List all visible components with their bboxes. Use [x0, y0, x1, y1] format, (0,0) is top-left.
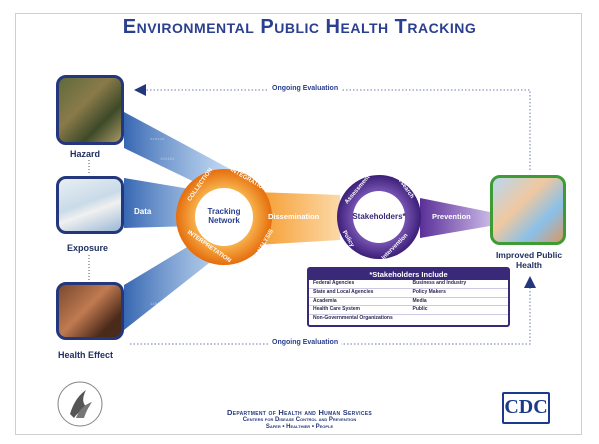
evaluation-arrow-up: [524, 276, 536, 288]
table-row: Non-Governmental Organizations: [313, 315, 393, 322]
hazard-label: Hazard: [70, 149, 101, 159]
health-effect-photo: [56, 282, 124, 340]
improved-public-health-photo: [490, 175, 566, 245]
cdc-logo: CDC: [502, 392, 550, 424]
evaluation-arrow-left: [134, 84, 146, 96]
svg-text:011010: 011010: [180, 288, 195, 292]
improved-public-health-label: Improved Public Health: [495, 250, 563, 270]
svg-text:110101: 110101: [150, 303, 165, 307]
exposure-label: Exposure: [67, 243, 109, 253]
hazard-photo: [56, 75, 124, 145]
table-row: Academia Media: [309, 298, 508, 307]
footer-tagline: Safer • Healthier • People: [265, 424, 334, 430]
table-row: Federal Agencies Business and Industry: [309, 280, 508, 289]
evaluation-bottom-label: Ongoing Evaluation: [269, 339, 342, 346]
stakeholders-table: *Stakeholders Include Federal Agencies B…: [307, 267, 510, 327]
evaluation-top-label: Ongoing Evaluation: [269, 85, 342, 92]
page-title: Environmental Public Health Tracking: [122, 16, 477, 38]
svg-text:010110: 010110: [150, 138, 165, 142]
stakeholders-table-header: *Stakeholders Include: [309, 269, 508, 280]
table-row: State and Local Agencies Policy Makers: [309, 289, 508, 298]
dissemination-beam: [255, 192, 340, 245]
svg-text:101101: 101101: [160, 158, 175, 162]
stakeholders-label: Stakeholders*: [352, 212, 406, 221]
prevention-beam: [420, 198, 490, 238]
health-effect-label: Health Effect: [58, 350, 114, 360]
cdc-logo-text: CDC: [504, 396, 548, 418]
footer-dept: Department of Health and Human Services: [226, 408, 373, 417]
footer-centers: Centers for Disease Control and Preventi…: [242, 417, 357, 423]
prevention-label: Prevention: [432, 212, 471, 221]
exposure-photo: [56, 176, 124, 234]
hhs-eagle-logo: [57, 381, 103, 427]
table-row: Health Care System Public: [309, 306, 508, 316]
dissemination-label: Dissemination: [268, 212, 320, 221]
data-label: Data: [134, 207, 152, 216]
tracking-network-label: Tracking Network: [207, 207, 241, 225]
evaluation-loop-bottom: [130, 288, 531, 345]
